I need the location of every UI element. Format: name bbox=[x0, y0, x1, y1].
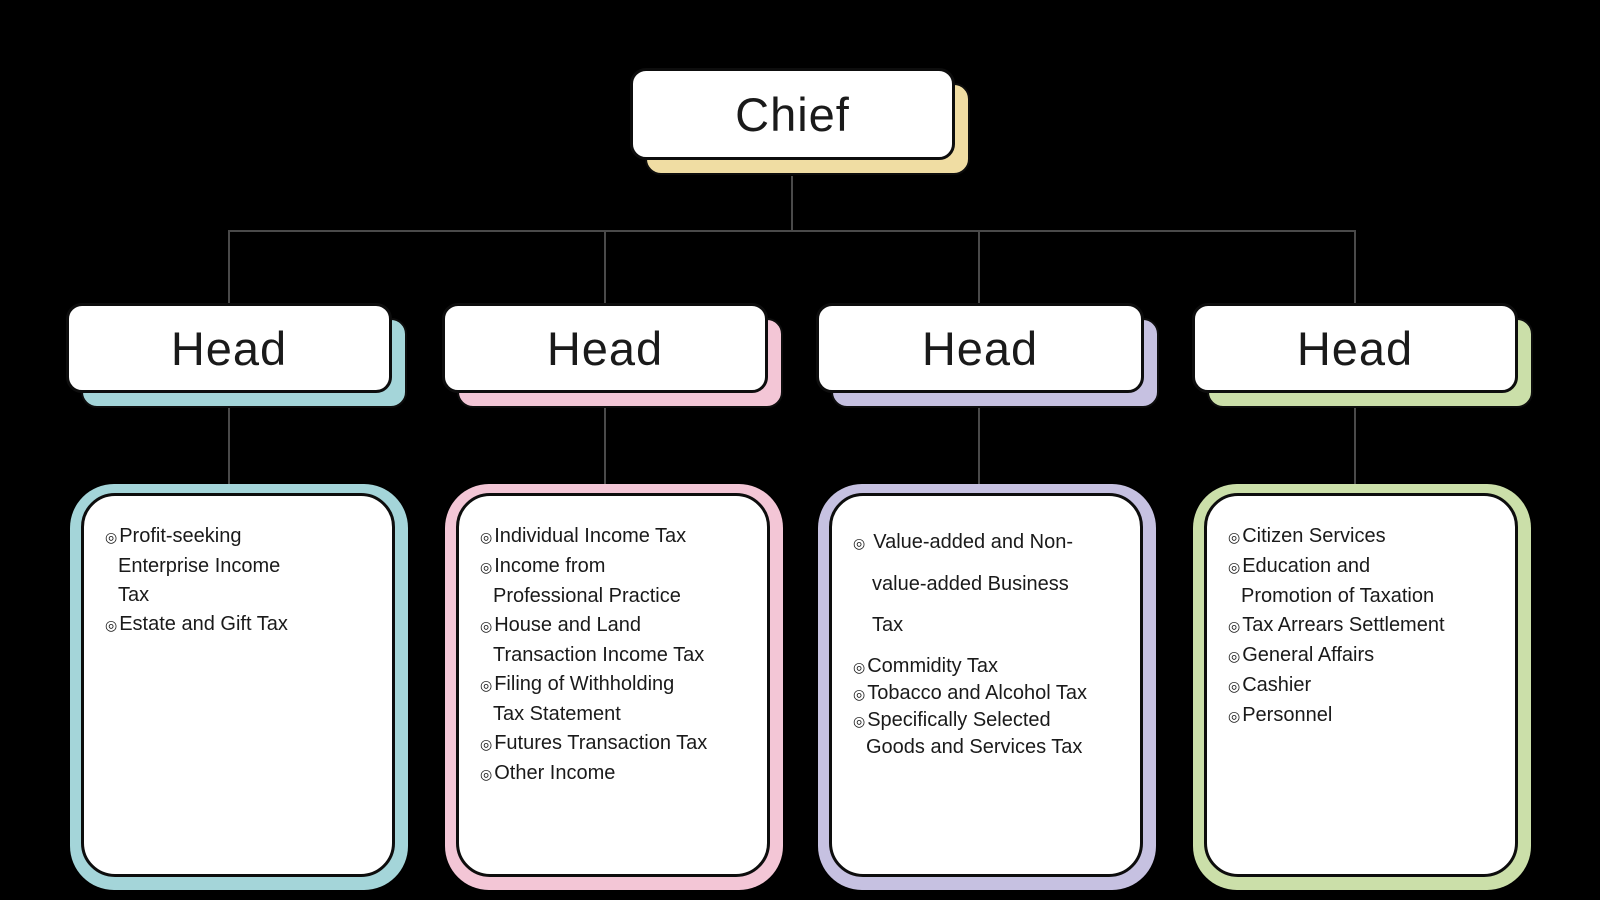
connector-stub-head-2 bbox=[604, 231, 606, 305]
list-item: Individual Income Tax bbox=[480, 522, 708, 552]
list-item: House and Land Transaction Income Tax bbox=[480, 611, 708, 670]
node-head-3-label: Head bbox=[921, 321, 1039, 375]
list-item: Tobacco and Alcohol Tax bbox=[853, 680, 1101, 707]
connector-head-detail-1 bbox=[228, 400, 230, 486]
node-chief: Chief bbox=[630, 68, 970, 175]
list-item: Commidity Tax bbox=[853, 653, 1101, 680]
node-chief-label: Chief bbox=[735, 87, 850, 141]
node-head-1: Head bbox=[66, 303, 407, 408]
list-item: Education and Promotion of Taxation bbox=[1228, 552, 1456, 611]
list-item: Estate and Gift Tax bbox=[105, 610, 303, 640]
detail-box-4: Citizen ServicesEducation and Promotion … bbox=[1193, 484, 1531, 890]
connector-head-detail-2 bbox=[604, 400, 606, 486]
list-item: Profit-seeking Enterprise Income Tax bbox=[105, 522, 303, 610]
connector-head-detail-3 bbox=[978, 400, 980, 486]
detail-list-4: Citizen ServicesEducation and Promotion … bbox=[1228, 522, 1499, 731]
connector-stub-head-4 bbox=[1354, 231, 1356, 305]
list-item: Futures Transaction Tax bbox=[480, 729, 708, 759]
node-head-2: Head bbox=[442, 303, 783, 408]
connector-horizontal bbox=[228, 230, 1356, 232]
node-head-1-label: Head bbox=[170, 321, 288, 375]
node-head-4: Head bbox=[1192, 303, 1533, 408]
list-item: General Affairs bbox=[1228, 641, 1456, 671]
list-item: Specifically Selected Goods and Services… bbox=[853, 707, 1101, 760]
node-head-4-face: Head bbox=[1192, 303, 1518, 393]
detail-box-2-face: Individual Income TaxIncome from Profess… bbox=[456, 493, 770, 877]
detail-box-3-face: Value-added and Non-value-added Business… bbox=[829, 493, 1143, 877]
node-head-2-label: Head bbox=[546, 321, 664, 375]
detail-box-2: Individual Income TaxIncome from Profess… bbox=[445, 484, 783, 890]
list-item: Value-added and Non-value-added Business… bbox=[853, 522, 1080, 646]
detail-box-1: Profit-seeking Enterprise Income TaxEsta… bbox=[70, 484, 408, 890]
list-item: Cashier bbox=[1228, 671, 1456, 701]
node-head-3: Head bbox=[816, 303, 1159, 408]
list-item: Other Income bbox=[480, 759, 708, 789]
detail-box-3: Value-added and Non-value-added Business… bbox=[818, 484, 1156, 890]
connector-stub-head-3 bbox=[978, 231, 980, 305]
node-head-1-face: Head bbox=[66, 303, 392, 393]
connector-stub-head-1 bbox=[228, 231, 230, 305]
detail-list-2: Individual Income TaxIncome from Profess… bbox=[480, 522, 751, 789]
list-item: Filing of Withholding Tax Statement bbox=[480, 670, 708, 729]
list-item: Tax Arrears Settlement bbox=[1228, 611, 1456, 641]
detail-box-4-face: Citizen ServicesEducation and Promotion … bbox=[1204, 493, 1518, 877]
detail-box-1-face: Profit-seeking Enterprise Income TaxEsta… bbox=[81, 493, 395, 877]
node-chief-face: Chief bbox=[630, 68, 955, 160]
node-head-4-label: Head bbox=[1296, 321, 1414, 375]
list-item: Income from Professional Practice bbox=[480, 552, 708, 611]
list-item: Citizen Services bbox=[1228, 522, 1456, 552]
list-item: Personnel bbox=[1228, 701, 1456, 731]
connector-head-detail-4 bbox=[1354, 400, 1356, 486]
detail-list-1: Profit-seeking Enterprise Income TaxEsta… bbox=[105, 522, 376, 640]
node-head-2-face: Head bbox=[442, 303, 768, 393]
connector-chief-drop bbox=[791, 176, 793, 232]
node-head-3-face: Head bbox=[816, 303, 1144, 393]
detail-list-3: Value-added and Non-value-added Business… bbox=[853, 522, 1124, 760]
